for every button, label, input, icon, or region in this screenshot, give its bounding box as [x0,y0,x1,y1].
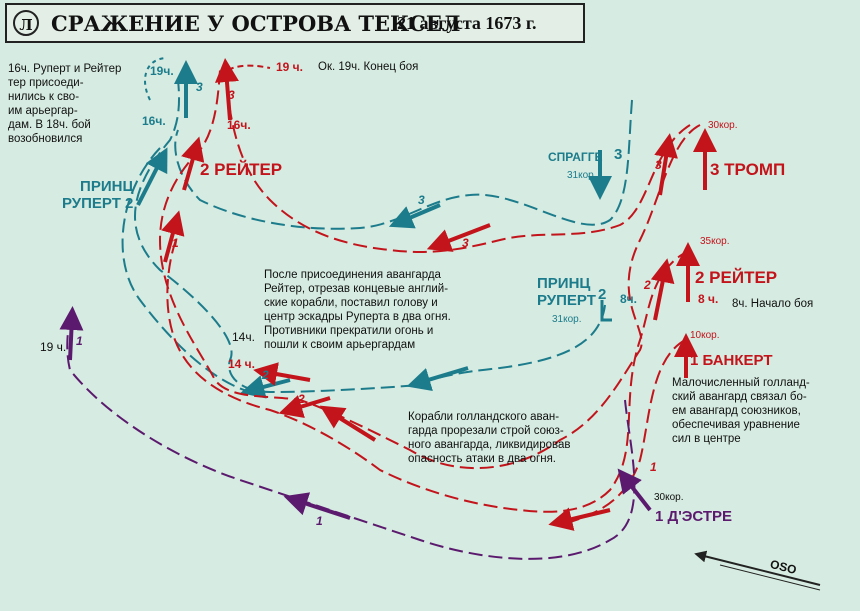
label-spragge: СПРАГГЕ [548,150,603,164]
label-reiter-1: 2 РЕЙТЕР [200,160,283,179]
route-num-red-3-right: 3 [655,158,662,172]
dutch-route-main [158,69,701,470]
label-tromp-ships: 30кор. [708,120,738,131]
french-arrow-bottom [283,492,351,520]
label-bankert-ships: 10кор. [690,330,720,341]
dutch-route-upper [229,109,691,253]
dutch-route-bankert [569,339,686,523]
route-num-red-1-left: 1 [172,236,179,250]
label-destre: 1 Д'ЭСТРЕ [655,508,733,525]
label-prince-rupert-2-time: 8ч. [620,292,637,306]
route-num-red-3-top: 3 [228,88,235,102]
english-ship-rupert-2 [600,300,612,322]
french-arrow-top [59,306,84,361]
note-start: 8ч. Начало боя [732,298,814,310]
label-prince-rupert-2-num: 2 [598,286,607,303]
dutch-route-end [227,64,271,71]
route-num-blue-3-mid: 3 [418,193,425,207]
map-date: 21 августа 1673 г. [397,13,537,33]
english-arrow-rupert [136,147,168,206]
english-arrow-14h [240,375,291,399]
dutch-route-lower [166,229,691,513]
time-19h-left: 19 ч. [40,340,67,354]
english-route-spragge [174,99,633,230]
english-arrow-lower [406,366,469,392]
english-route-upper-dashed [144,57,166,101]
dutch-arrow-lower-2 [548,507,611,531]
label-reiter-2: 2 РЕЙТЕР [695,268,778,287]
label-prince-rupert-2-ships: 31кор. [552,314,582,325]
label-reiter-2-ships: 35кор. [700,236,730,247]
dutch-arrow-14h-a [253,362,311,386]
route-num-purple-1-bottom: 1 [316,514,323,528]
map-title-box: Л СРАЖЕНИЕ У ОСТРОВА ТЕКСЕЛ 21 августа 1… [5,3,585,43]
dutch-arrow-top [214,58,239,121]
route-num-red-2-right: 2 [644,278,651,292]
route-num-red-1-right: 1 [650,460,657,474]
label-destre-ships: 30кор. [654,492,684,503]
label-prince-rupert-1: ПРИНЦ РУПЕРТ 2 [62,178,134,212]
label-spragge-ships: 31кор. [567,170,597,181]
label-tromp: 3 ТРОМП [710,160,786,179]
dutch-arrow-lower-1 [319,405,377,442]
time-16h-blue: 16ч. [142,114,166,128]
french-route [66,314,636,560]
route-num-purple-1-top: 1 [76,334,83,348]
note-end: Ок. 19ч. Конец боя [318,61,419,73]
publisher-logo: Л [13,10,39,36]
route-num-blue-3-top: 3 [196,80,203,94]
note-right: Малочисленный голланд- ский авангард свя… [672,377,810,445]
time-14h-left: 14ч. [232,330,255,344]
note-lower: Корабли голландского аван- гарда прореза… [408,411,571,465]
note-top-left: 16ч. Руперт и Рейтер тер присоеди- нилис… [8,63,122,145]
time-16h-red: 16ч. [227,118,251,132]
english-arrow-mid [388,203,441,229]
note-center: После присоединения авангарда Рейтер, от… [264,269,451,351]
route-num-blue-2-lower: 2 [262,368,269,382]
dutch-arrow-1-left [161,210,185,263]
label-spragge-num: 3 [614,146,623,163]
dutch-arrow-reiter-2a [650,258,675,321]
time-14h-red: 14 ч. [228,357,255,371]
label-prince-rupert-2: ПРИНЦ РУПЕРТ [537,275,596,309]
french-arrow-destre [617,468,652,512]
dutch-arrow-reiter-1 [181,136,205,191]
label-reiter-2-time: 8 ч. [698,292,719,306]
time-19h-blue: 19ч. [150,64,174,78]
route-num-red-3-mid: 3 [462,236,469,250]
wind-direction-icon [694,550,821,591]
map-title: СРАЖЕНИЕ У ОСТРОВА ТЕКСЕЛ [51,11,461,36]
dutch-arrow-tromp-1 [654,133,678,196]
label-bankert: 1 БАНКЕРТ [690,352,773,369]
dutch-arrow-mid [426,223,491,252]
time-19h-red: 19 ч. [276,60,303,74]
dutch-arrow-14h-b [278,395,331,419]
route-num-red-2-lower: 2 [298,392,305,406]
